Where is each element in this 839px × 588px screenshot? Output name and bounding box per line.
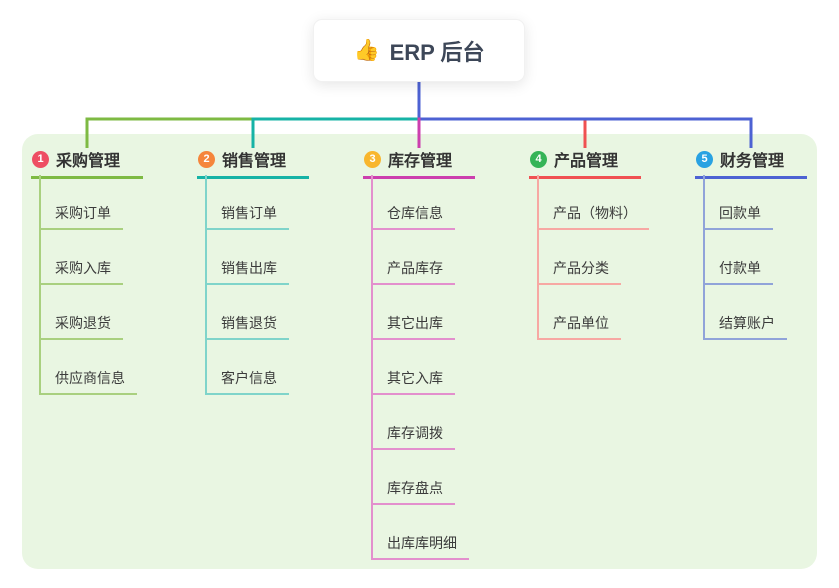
branch-children: 产品（物料）产品分类产品单位 xyxy=(529,175,649,340)
branch-number-badge: 3 xyxy=(364,150,381,168)
child-node[interactable]: 产品分类 xyxy=(537,230,621,285)
branch-number-badge: 1 xyxy=(32,150,49,168)
branch-child-line xyxy=(703,175,705,340)
branch-number-badge: 2 xyxy=(198,150,215,168)
branch-child-line xyxy=(371,175,373,560)
thumbs-up-icon: 👍 xyxy=(353,38,380,62)
child-node[interactable]: 采购订单 xyxy=(39,175,123,230)
child-node[interactable]: 产品单位 xyxy=(537,285,621,340)
branch-4: 4 产品管理产品（物料）产品分类产品单位 xyxy=(529,146,649,340)
branch-1: 1 采购管理采购订单采购入库采购退货供应商信息 xyxy=(31,146,143,395)
branch-node-1[interactable]: 1 采购管理 xyxy=(31,146,143,179)
branch-node-3[interactable]: 3 库存管理 xyxy=(363,146,475,179)
branch-label: 产品管理 xyxy=(554,153,619,170)
branch-label: 财务管理 xyxy=(720,153,785,170)
branch-child-line xyxy=(39,175,41,395)
child-node[interactable]: 销售订单 xyxy=(205,175,289,230)
branch-node-2[interactable]: 2 销售管理 xyxy=(197,146,309,179)
child-node[interactable]: 付款单 xyxy=(703,230,773,285)
child-node[interactable]: 采购退货 xyxy=(39,285,123,340)
branch-children: 仓库信息产品库存其它出库其它入库库存调拨库存盘点出库库明细 xyxy=(363,175,475,560)
branch-number-badge: 4 xyxy=(530,150,547,168)
root-title: ERP 后台 xyxy=(389,39,485,65)
child-node[interactable]: 销售出库 xyxy=(205,230,289,285)
branch-node-4[interactable]: 4 产品管理 xyxy=(529,146,641,179)
child-node[interactable]: 其它入库 xyxy=(371,340,455,395)
branch-node-5[interactable]: 5 财务管理 xyxy=(695,146,807,179)
child-node[interactable]: 产品库存 xyxy=(371,230,455,285)
branch-child-line xyxy=(537,175,539,340)
branch-label: 采购管理 xyxy=(56,153,121,170)
child-node[interactable]: 结算账户 xyxy=(703,285,787,340)
child-node[interactable]: 库存调拨 xyxy=(371,395,455,450)
root-node[interactable]: 👍 ERP 后台 xyxy=(313,19,525,82)
child-node[interactable]: 库存盘点 xyxy=(371,450,455,505)
branch-children: 销售订单销售出库销售退货客户信息 xyxy=(197,175,309,395)
child-node[interactable]: 采购入库 xyxy=(39,230,123,285)
child-node[interactable]: 出库库明细 xyxy=(371,505,469,560)
branch-5: 5 财务管理回款单付款单结算账户 xyxy=(695,146,807,340)
child-node[interactable]: 客户信息 xyxy=(205,340,289,395)
child-node[interactable]: 供应商信息 xyxy=(39,340,137,395)
child-node[interactable]: 仓库信息 xyxy=(371,175,455,230)
branch-children: 采购订单采购入库采购退货供应商信息 xyxy=(31,175,143,395)
branch-child-line xyxy=(205,175,207,395)
branch-3: 3 库存管理仓库信息产品库存其它出库其它入库库存调拨库存盘点出库库明细 xyxy=(363,146,475,560)
branches-background-panel xyxy=(22,134,817,569)
branch-label: 库存管理 xyxy=(388,153,453,170)
child-node[interactable]: 回款单 xyxy=(703,175,773,230)
branch-2: 2 销售管理销售订单销售出库销售退货客户信息 xyxy=(197,146,309,395)
branch-children: 回款单付款单结算账户 xyxy=(695,175,807,340)
child-node[interactable]: 其它出库 xyxy=(371,285,455,340)
child-node[interactable]: 产品（物料） xyxy=(537,175,649,230)
child-node[interactable]: 销售退货 xyxy=(205,285,289,340)
branch-number-badge: 5 xyxy=(696,150,713,168)
branch-label: 销售管理 xyxy=(222,153,287,170)
